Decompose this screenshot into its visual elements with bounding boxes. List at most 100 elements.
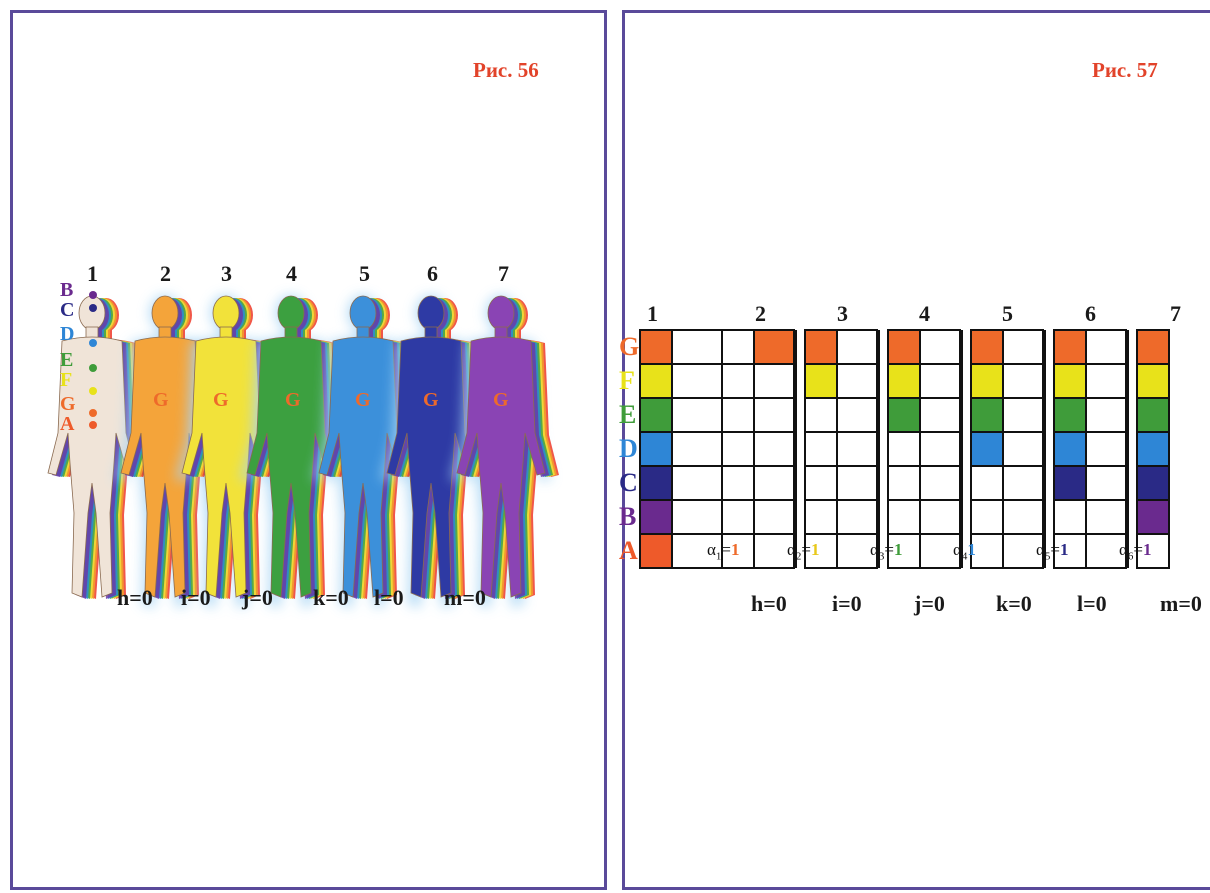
grid-cell-A bbox=[640, 534, 672, 568]
grid-cell-D bbox=[971, 432, 1003, 466]
grid-cell-F bbox=[888, 364, 920, 398]
grid-cell-C bbox=[1137, 466, 1169, 500]
alpha-symbol: α bbox=[707, 540, 716, 559]
alpha-symbol: α bbox=[787, 540, 796, 559]
grid-cell-G bbox=[1003, 330, 1043, 364]
grid-cell-G bbox=[1137, 330, 1169, 364]
grid-cell-C bbox=[1054, 466, 1086, 500]
grid-cell-B bbox=[672, 500, 722, 534]
grid-cell-E bbox=[1054, 398, 1086, 432]
row-letter-A: A bbox=[619, 538, 638, 564]
grid-cell-F bbox=[1054, 364, 1086, 398]
bottom-label: j=0 bbox=[242, 585, 273, 611]
grid-cell-B bbox=[920, 500, 960, 534]
column-number-1: 1 bbox=[647, 301, 658, 327]
grid-cell-B bbox=[1137, 500, 1169, 534]
grid-cell-C bbox=[722, 466, 754, 500]
chakra-dot bbox=[89, 304, 97, 312]
bottom-label: h=0 bbox=[117, 585, 153, 611]
alpha-symbol: α bbox=[870, 540, 879, 559]
figure-number-5: 5 bbox=[359, 261, 370, 287]
alpha-equals: = bbox=[721, 540, 731, 559]
row-letter-F: F bbox=[619, 368, 635, 394]
grid-cell-G bbox=[1054, 330, 1086, 364]
bottom-label: i=0 bbox=[181, 585, 211, 611]
body-letter-D: D bbox=[60, 321, 74, 347]
alpha-label-2: α2=1 bbox=[787, 540, 820, 562]
row-letter-B: B bbox=[619, 504, 636, 530]
grid-column-group-7 bbox=[1137, 330, 1169, 568]
grid-cell-D bbox=[1086, 432, 1126, 466]
chakra-dot bbox=[89, 291, 97, 299]
chakra-dot bbox=[89, 421, 97, 429]
grid-cell-D bbox=[640, 432, 672, 466]
grid-cell-C bbox=[971, 466, 1003, 500]
alpha-equals: = bbox=[1133, 540, 1143, 559]
grid-column-group-2 bbox=[722, 330, 796, 568]
alpha-equals: = bbox=[884, 540, 894, 559]
grid-cell-E bbox=[722, 398, 754, 432]
column-number-3: 3 bbox=[837, 301, 848, 327]
grid-cell-C bbox=[920, 466, 960, 500]
figure-number-1: 1 bbox=[87, 261, 98, 287]
grid-cell-B bbox=[971, 500, 1003, 534]
grid-cell-F bbox=[1003, 364, 1043, 398]
grid-cell-C bbox=[754, 466, 794, 500]
alpha-label-1: α1=1 bbox=[707, 540, 740, 562]
grid-cell-G bbox=[672, 330, 722, 364]
color-grid-diagram bbox=[625, 13, 1210, 893]
grid-cell-F bbox=[1086, 364, 1126, 398]
alpha-symbol: α bbox=[1036, 540, 1045, 559]
alpha-equals: = bbox=[801, 540, 811, 559]
grid-cell-F bbox=[722, 364, 754, 398]
grid-cell-E bbox=[971, 398, 1003, 432]
alpha-label-4: α41 bbox=[953, 540, 976, 562]
grid-cell-B bbox=[1003, 500, 1043, 534]
grid-cell-B bbox=[1086, 500, 1126, 534]
figure-number-3: 3 bbox=[221, 261, 232, 287]
grid-cell-E bbox=[837, 398, 877, 432]
grid-cell-G bbox=[754, 330, 794, 364]
grid-cell-D bbox=[837, 432, 877, 466]
grid-cell-E bbox=[805, 398, 837, 432]
grid-cell-D bbox=[805, 432, 837, 466]
bottom-label: l=0 bbox=[374, 585, 404, 611]
alpha-equals: = bbox=[1050, 540, 1060, 559]
grid-cell-G bbox=[722, 330, 754, 364]
grid-cell-C bbox=[888, 466, 920, 500]
grid-cell-E bbox=[640, 398, 672, 432]
grid-cell-E bbox=[920, 398, 960, 432]
alpha-value: 1 bbox=[731, 540, 740, 559]
grid-cell-G bbox=[805, 330, 837, 364]
column-number-6: 6 bbox=[1085, 301, 1096, 327]
grid-cell-E bbox=[754, 398, 794, 432]
row-letter-D: D bbox=[619, 436, 638, 462]
column-number-5: 5 bbox=[1002, 301, 1013, 327]
row-letter-G: G bbox=[619, 334, 639, 360]
alpha-value: 1 bbox=[894, 540, 903, 559]
figure-number-7: 7 bbox=[498, 261, 509, 287]
chakra-dot bbox=[89, 364, 97, 372]
grid-cell-D bbox=[1137, 432, 1169, 466]
grid-cell-D bbox=[754, 432, 794, 466]
grid-cell-D bbox=[920, 432, 960, 466]
grid-cell-F bbox=[837, 364, 877, 398]
grid-column-group-6 bbox=[1054, 330, 1128, 568]
body-letter-G: G bbox=[285, 387, 301, 413]
grid-cell-F bbox=[754, 364, 794, 398]
bottom-label: m=0 bbox=[1160, 591, 1202, 617]
grid-cell-G bbox=[971, 330, 1003, 364]
grid-cell-E bbox=[1137, 398, 1169, 432]
grid-cell-B bbox=[805, 500, 837, 534]
grid-cell-E bbox=[672, 398, 722, 432]
grid-cell-F bbox=[971, 364, 1003, 398]
alpha-symbol: α bbox=[953, 540, 962, 559]
grid-cell-B bbox=[837, 500, 877, 534]
alpha-value: 1 bbox=[1060, 540, 1069, 559]
grid-column-group-4 bbox=[888, 330, 962, 568]
grid-cell-F bbox=[1137, 364, 1169, 398]
grid-cell-C bbox=[640, 466, 672, 500]
alpha-label-5: α5=1 bbox=[1036, 540, 1069, 562]
chakra-dot bbox=[89, 387, 97, 395]
alpha-label-3: α3=1 bbox=[870, 540, 903, 562]
